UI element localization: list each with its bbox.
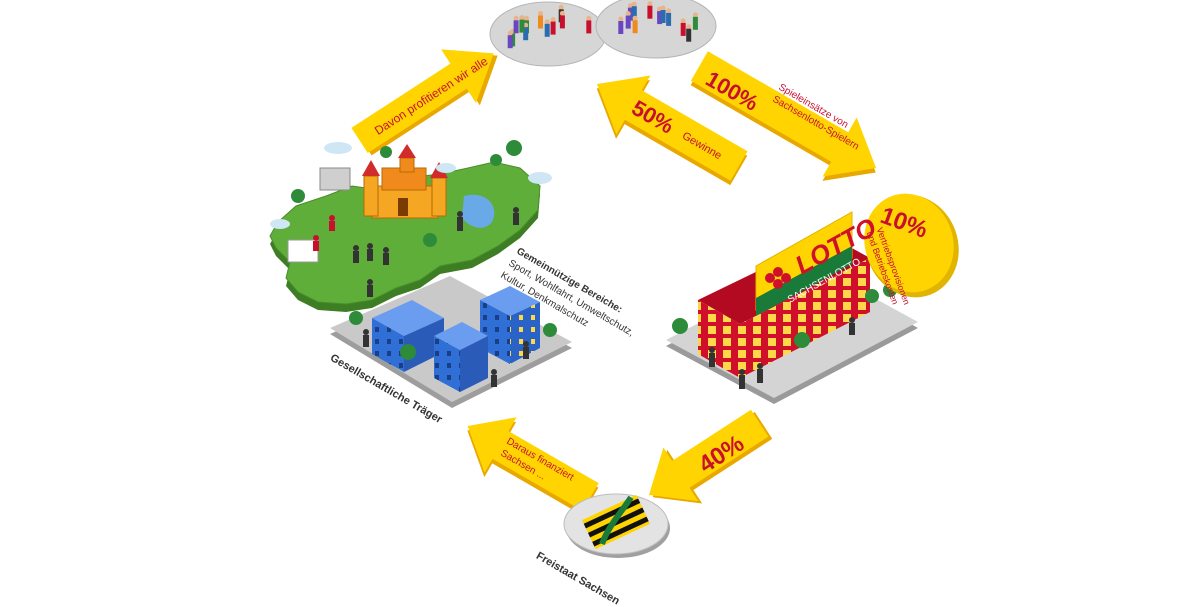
person-head	[519, 15, 525, 21]
person-body	[559, 15, 565, 29]
person-body	[513, 20, 519, 34]
person-head	[680, 18, 686, 24]
person-head	[618, 16, 624, 22]
person-head	[507, 30, 513, 36]
arrow-gewinne	[596, 75, 748, 186]
person-head	[586, 15, 592, 21]
saxony-map-icon	[269, 140, 552, 312]
person-head	[660, 5, 666, 11]
person-body	[660, 10, 666, 23]
saxony-coat-of-arms-icon	[563, 493, 670, 558]
person-head	[627, 3, 633, 9]
person-head	[692, 12, 698, 18]
person-body	[666, 12, 672, 26]
person-body	[657, 11, 663, 25]
arrow-40	[648, 409, 773, 504]
person-head	[538, 11, 543, 16]
arrow-finanziert	[467, 417, 599, 516]
person-body	[618, 21, 624, 34]
person-body	[631, 6, 637, 20]
person-head	[686, 24, 692, 30]
person-body	[586, 20, 592, 34]
cost-badge	[864, 193, 959, 298]
person-body	[692, 16, 698, 30]
person-head	[550, 17, 556, 23]
person-head	[524, 15, 529, 21]
person-body	[523, 27, 529, 41]
person-body	[686, 28, 692, 42]
person-body	[538, 15, 543, 29]
lotto-shop-icon	[666, 211, 918, 404]
person-head	[513, 15, 519, 21]
arrow-einsaetze	[690, 51, 877, 181]
person-head	[625, 11, 631, 17]
person-body	[507, 35, 513, 49]
office-buildings-icon	[330, 276, 572, 408]
person-head	[558, 4, 564, 10]
person-head	[544, 19, 550, 25]
person-body	[680, 22, 686, 36]
person-head	[559, 10, 565, 16]
arrow-profit	[351, 49, 498, 156]
person-head	[632, 15, 638, 21]
person-head	[523, 22, 529, 28]
person-head	[631, 1, 637, 7]
person-body	[544, 23, 550, 37]
person-body	[625, 15, 631, 29]
person-body	[647, 5, 653, 19]
person-head	[647, 1, 653, 7]
person-body	[632, 20, 638, 34]
person-body	[550, 21, 556, 35]
person-head	[666, 8, 672, 14]
people-crowd-icon	[489, 0, 717, 67]
person-body	[519, 19, 525, 33]
